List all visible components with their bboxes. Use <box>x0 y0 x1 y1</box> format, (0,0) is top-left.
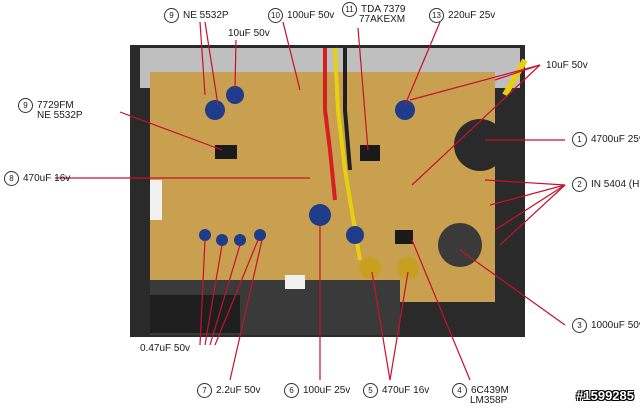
capacitor <box>309 204 331 226</box>
black-wire <box>343 48 352 171</box>
label-2: 2IN 5404 (HY) <box>572 177 640 192</box>
big-capacitor <box>454 119 506 171</box>
yellow-wire <box>333 47 362 261</box>
connector <box>285 275 305 289</box>
leader-lines <box>55 21 566 381</box>
leader-line <box>411 239 471 381</box>
capacitor <box>234 234 246 246</box>
ic-chip <box>395 230 413 244</box>
leader-line <box>234 39 237 89</box>
pcb-board <box>150 72 495 302</box>
capacitor <box>199 229 211 241</box>
leader-line <box>389 271 409 381</box>
leader-line <box>199 21 206 96</box>
leader-line <box>494 184 566 231</box>
leader-line <box>199 239 206 346</box>
leader-line <box>404 21 441 106</box>
label-4b: LM358P <box>470 395 508 406</box>
heatsink <box>150 295 240 333</box>
leader-line <box>229 239 263 381</box>
leader-line <box>409 64 541 101</box>
leader-line <box>282 21 301 91</box>
capacitor-1000uf <box>438 223 482 267</box>
capacitor <box>226 86 244 104</box>
leader-line <box>204 21 219 106</box>
ic-chip <box>215 145 237 159</box>
connector <box>150 180 162 220</box>
leader-line <box>119 111 223 151</box>
label-047: 0.47uF 50v <box>140 343 191 354</box>
label-10uf-top: 10uF 50v <box>228 28 270 39</box>
label-12b: 77AKEXM <box>359 14 406 25</box>
leader-line <box>494 64 541 81</box>
leader-line <box>499 184 566 246</box>
leader-line <box>459 249 566 326</box>
ic-chip <box>360 145 380 161</box>
leader-line <box>209 244 241 346</box>
capacitor <box>395 100 415 120</box>
capacitor <box>254 229 266 241</box>
rca-jack <box>359 257 381 279</box>
leader-line <box>204 244 223 346</box>
rca-jack <box>397 257 419 279</box>
leader-line <box>484 179 566 186</box>
yellow-wire-right <box>502 58 528 97</box>
leader-line <box>489 184 566 206</box>
capacitor <box>205 100 225 120</box>
capacitor <box>216 234 228 246</box>
watermark: #1599285 <box>576 388 634 403</box>
leader-line <box>214 239 259 346</box>
leader-line <box>357 27 369 151</box>
leader-line <box>411 64 541 186</box>
label-10uf-right: 10uF 50v <box>546 60 588 71</box>
capacitor <box>346 226 364 244</box>
label-9b: NE 5532P100uF 50v7729FMNE 5532P <box>37 110 83 121</box>
leader-line <box>371 271 391 381</box>
red-wire <box>323 48 337 201</box>
